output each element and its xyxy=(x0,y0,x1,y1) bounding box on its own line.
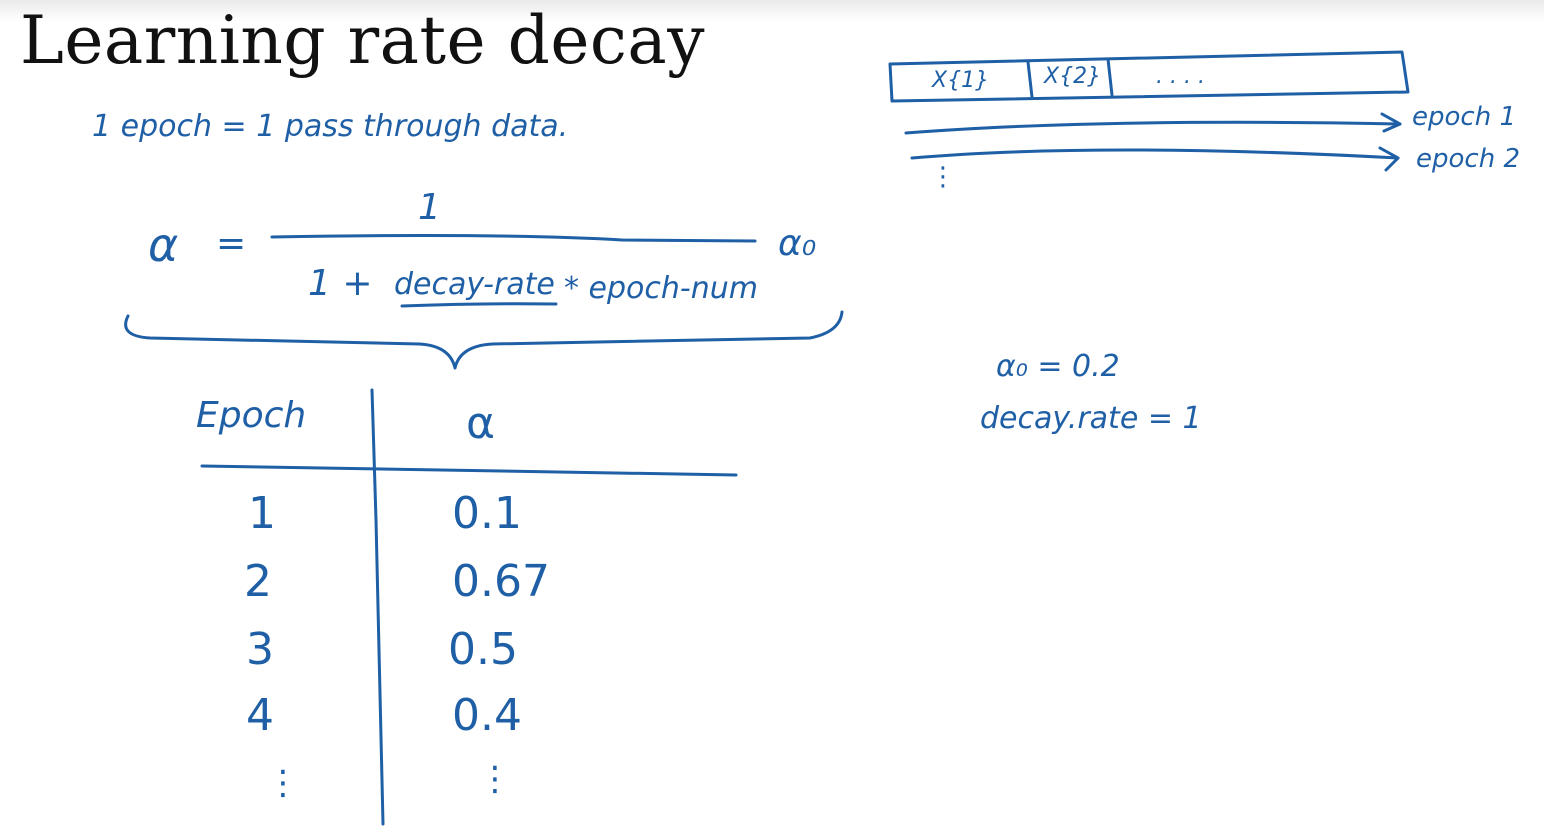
table-row-4-epoch: 4 xyxy=(246,690,274,741)
slide-title: Learning rate decay xyxy=(20,2,706,79)
minibatch-cell-3: . . . . xyxy=(1156,64,1205,89)
table-row-3-alpha: 0.5 xyxy=(448,624,518,675)
formula-alpha0: α₀ xyxy=(778,223,817,264)
minibatch-divider-1 xyxy=(1026,60,1034,99)
param-decay-rate: decay.rate = 1 xyxy=(980,401,1202,436)
formula-decay-rate: decay-rate xyxy=(394,267,555,302)
table-row-5-alpha: ⋮ xyxy=(478,759,512,799)
table-header-epoch: Epoch xyxy=(196,395,307,436)
epoch-1-arrow xyxy=(904,120,1402,135)
epoch-2-arrowhead xyxy=(1378,146,1400,172)
table-row-1-epoch: 1 xyxy=(248,488,276,539)
minibatch-continuation: ⋮ xyxy=(930,162,956,192)
minibatch-cell-2: X{2} xyxy=(1044,64,1102,89)
formula-denominator-prefix: 1 + xyxy=(308,263,373,304)
formula-equals: = xyxy=(216,223,247,264)
formula-alpha: α xyxy=(148,218,179,272)
minibatch-cell-1: X{1} xyxy=(932,68,990,93)
minibatch-divider-2 xyxy=(1106,57,1114,97)
epoch-definition: 1 epoch = 1 pass through data. xyxy=(92,109,569,144)
param-alpha0: α₀ = 0.2 xyxy=(996,349,1120,384)
table-row-2-alpha: 0.67 xyxy=(452,556,550,607)
epoch-1-label: epoch 1 xyxy=(1412,102,1516,132)
epoch-1-arrowhead xyxy=(1380,112,1402,133)
table-row-5-epoch: ⋮ xyxy=(266,763,300,803)
decay-rate-underline xyxy=(400,302,558,308)
table-header-rule xyxy=(200,464,738,477)
epoch-2-arrow xyxy=(910,148,1400,160)
table-header-alpha: α xyxy=(466,398,496,449)
minibatch-box xyxy=(888,50,1410,103)
fraction-bar xyxy=(270,234,757,243)
table-row-4-alpha: 0.4 xyxy=(452,690,522,741)
table-column-rule xyxy=(370,388,385,826)
table-row-2-epoch: 2 xyxy=(244,556,272,607)
table-row-3-epoch: 3 xyxy=(246,624,274,675)
epoch-2-label: epoch 2 xyxy=(1416,144,1520,174)
formula-numerator: 1 xyxy=(418,187,441,228)
curly-brace xyxy=(124,310,844,370)
table-row-1-alpha: 0.1 xyxy=(452,488,522,539)
formula-epoch-num: * epoch-num xyxy=(564,271,758,306)
